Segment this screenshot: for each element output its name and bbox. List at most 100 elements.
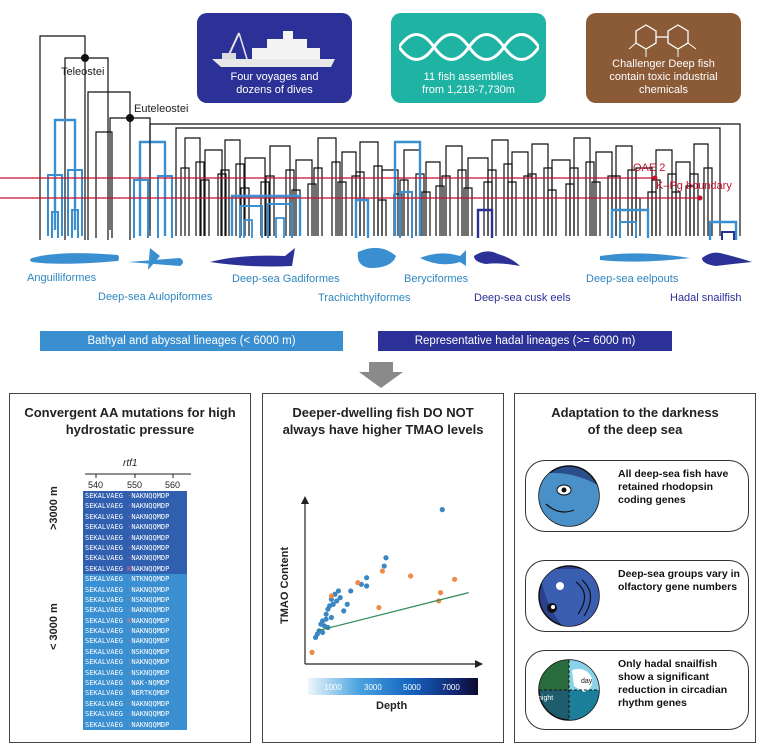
tree-branch <box>463 187 473 236</box>
aulopiform-silhouette-icon <box>128 248 183 270</box>
blue-point <box>334 598 340 604</box>
tree-branch <box>708 220 738 240</box>
tree-branch <box>230 194 302 236</box>
blue-point <box>364 583 370 589</box>
voyages-text: Four voyages and dozens of dives <box>230 71 319 96</box>
chemicals-box: Challenger Deep fish contain toxic indus… <box>586 13 741 103</box>
teleostei-label: Teleostei <box>61 66 105 78</box>
tree-branch <box>235 163 245 236</box>
tree-branch <box>425 161 441 236</box>
tree-branch <box>619 221 637 238</box>
tree-branch <box>547 189 557 236</box>
tree-branch <box>611 175 621 236</box>
tree-branch <box>265 175 275 236</box>
orange-point <box>379 568 386 574</box>
blue-point <box>381 563 387 569</box>
blue-point <box>335 588 342 594</box>
blue-point <box>439 507 445 513</box>
tree-branch <box>399 191 413 238</box>
colorbar-tick-7000: 7000 <box>442 683 460 692</box>
kpg-label: K–Pg boundary <box>656 180 732 192</box>
position-540: 540 <box>88 480 104 490</box>
eelpout-silhouette-icon <box>600 253 690 262</box>
cusk-eel-silhouette-icon <box>474 251 520 266</box>
tree-branch <box>511 151 529 236</box>
orange-point <box>328 593 334 599</box>
tree-branch <box>359 141 379 236</box>
tree-branch <box>507 181 517 236</box>
alignment-row: SEKALVAEG -NAKNQQMDP <box>83 636 187 647</box>
tree-branch <box>693 143 709 236</box>
night-label: night <box>538 695 554 702</box>
tree-branch <box>573 137 591 236</box>
circadian-card: day night Only hadal snailfish show a si… <box>525 650 749 730</box>
tree-branch <box>67 169 83 236</box>
tree-branch <box>149 123 741 236</box>
olfactory-text: Deep-sea groups vary in olfactory gene n… <box>618 568 740 593</box>
group-cusk-eels: Deep-sea cusk eels <box>474 292 571 304</box>
olfactory-card: Deep-sea groups vary in olfactory gene n… <box>525 560 749 632</box>
tree-branch <box>317 137 337 236</box>
euteleostei-label: Euteleostei <box>134 103 189 115</box>
phylogenetic-tree <box>0 35 752 270</box>
tree-branch <box>195 161 205 236</box>
tree-branch <box>421 191 431 236</box>
gene-label: rtf1 <box>123 458 138 469</box>
tree-branch <box>243 219 253 238</box>
tree-branch <box>239 205 263 238</box>
alignment-row: SEKALVAEG -NAKNQQMDP <box>83 657 187 668</box>
tree-branch <box>331 161 341 236</box>
position-560: 560 <box>165 480 181 490</box>
tree-branch <box>476 208 494 238</box>
alignment-row: SEKALVAEG -NTKNQQMDP <box>83 574 187 585</box>
alignment-row: SEKALVAEG -NAKNQQMDP <box>83 532 187 543</box>
alignment-row: SEKALVAEG -NAKNQQMDP <box>83 709 187 720</box>
position-550: 550 <box>127 480 143 490</box>
blue-point <box>330 601 336 607</box>
blue-point <box>348 588 354 594</box>
y-axis-arrow <box>301 496 309 504</box>
tree-branch <box>95 131 113 238</box>
tree-branch <box>87 91 131 240</box>
tree-branch <box>180 167 190 236</box>
blue-point <box>337 595 343 601</box>
colorbar-tick-1000: 1000 <box>324 683 342 692</box>
alignment-row: SEKALVAEG -NSKNQQMDP <box>83 594 187 606</box>
tree-branch <box>445 145 463 236</box>
hadal-legend-bar: Representative hadal lineages (>= 6000 m… <box>378 331 672 351</box>
blue-point <box>328 614 334 621</box>
tree-branch <box>595 151 613 236</box>
snailfish-silhouette-icon <box>702 252 752 266</box>
tree-branch <box>138 140 167 236</box>
tree-branch <box>393 140 422 236</box>
depth-colorbar <box>308 678 478 695</box>
alignment-row: SEKALVAEG -NAKNQQMDP <box>83 522 187 533</box>
tree-branch <box>381 169 399 236</box>
tree-branch <box>615 145 633 236</box>
down-arrow-icon <box>359 362 403 388</box>
label-shallow: < 3000 m <box>48 603 60 650</box>
alignment-row: SEKALVAEG -NAKNQQMDP <box>83 698 187 710</box>
blue-point <box>364 575 370 581</box>
tree-branch <box>224 139 241 236</box>
chemical-structure-icon <box>628 24 697 57</box>
alignment-row: SEKALVAEG -NAKNQQMDP <box>83 501 187 512</box>
tree-branch <box>527 173 537 236</box>
blue-point <box>320 629 326 636</box>
x-axis-arrow <box>475 660 483 668</box>
colorbar-tick-3000: 3000 <box>364 683 382 692</box>
alignment-row: SEKALVAEG -NAKNQQMDP <box>83 719 187 730</box>
convergent-mutations-panel: Convergent AA mutations for high hydrost… <box>9 393 251 743</box>
tree-branch <box>671 191 681 236</box>
tree-branch <box>585 161 595 236</box>
alignment-row: SEKALVAEG -NAKNQQMDP <box>83 605 187 616</box>
tree-branch <box>217 173 227 236</box>
tree-branch <box>200 179 210 236</box>
tree-branch <box>220 169 230 236</box>
teleostei-node <box>81 54 89 62</box>
tree-branch <box>39 35 86 240</box>
tree-branch <box>267 203 293 238</box>
tree-branch <box>487 169 497 236</box>
alignment-row: SEKALVAEG KNAKNQQMDP <box>83 615 187 627</box>
